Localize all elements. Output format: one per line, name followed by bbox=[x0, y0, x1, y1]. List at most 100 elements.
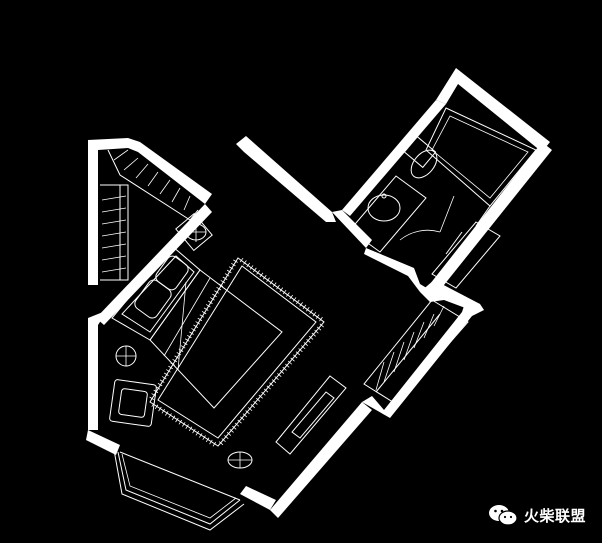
fringe-tick bbox=[155, 386, 161, 390]
fringe-tick bbox=[315, 314, 320, 319]
fringe-tick bbox=[212, 293, 217, 298]
fringe-tick bbox=[158, 406, 162, 412]
fringe-tick bbox=[170, 362, 175, 366]
fringe-tick bbox=[161, 376, 167, 380]
fringe-tick bbox=[250, 404, 255, 408]
fringe-tick bbox=[193, 324, 199, 328]
fringe-tick bbox=[296, 299, 300, 305]
fringe-tick bbox=[262, 275, 267, 280]
fringe-tick bbox=[224, 435, 229, 439]
fringe-tick bbox=[202, 435, 206, 440]
fringe-tick bbox=[319, 323, 324, 328]
fringe-tick bbox=[220, 280, 226, 284]
fringe-tick bbox=[195, 430, 200, 436]
wall-bath-top bbox=[436, 68, 550, 152]
fringe-tick bbox=[175, 417, 179, 423]
fringe-tick bbox=[184, 338, 190, 342]
fringe-tick bbox=[277, 373, 282, 377]
fringe-tick bbox=[243, 260, 247, 265]
bedroom bbox=[109, 212, 347, 469]
fringe-tick bbox=[253, 267, 257, 273]
wall-south bbox=[240, 486, 276, 510]
fringe-tick bbox=[199, 433, 203, 438]
fringe-tick bbox=[248, 407, 253, 412]
fringe-tick bbox=[242, 413, 248, 418]
wall-west bbox=[88, 138, 128, 285]
fringe-tick bbox=[306, 338, 311, 343]
fringe-tick bbox=[259, 272, 264, 278]
fringe-tick bbox=[172, 358, 178, 363]
fringe-tick bbox=[276, 284, 280, 290]
fringe-tick bbox=[174, 355, 180, 359]
fringe-tick bbox=[231, 262, 236, 267]
fringe-tick bbox=[305, 307, 310, 312]
fringe-tick bbox=[239, 257, 244, 263]
fringe-tick bbox=[159, 379, 165, 383]
fringe-tick bbox=[207, 300, 213, 304]
fringe-tick bbox=[168, 413, 172, 418]
fringe-tick bbox=[287, 360, 293, 365]
wall-bath-nw bbox=[342, 100, 446, 216]
fringe-tick bbox=[245, 410, 250, 415]
fringe-tick bbox=[308, 335, 314, 340]
closet-west bbox=[95, 149, 199, 281]
fringe-tick bbox=[312, 311, 317, 317]
fringe-tick bbox=[165, 411, 169, 416]
walls bbox=[86, 68, 552, 518]
fringe-tick bbox=[295, 351, 301, 356]
fringe-tick bbox=[249, 265, 254, 270]
fringe-tick bbox=[240, 416, 245, 421]
fringe-tick bbox=[153, 389, 159, 394]
fringe-tick bbox=[228, 266, 234, 270]
fringe-tick bbox=[226, 431, 232, 436]
fringe-tick bbox=[151, 393, 157, 397]
fringe-tick bbox=[285, 363, 290, 368]
watermark: 火柴联盟 bbox=[488, 500, 586, 530]
rug-fringe bbox=[149, 257, 324, 447]
fringe-tick bbox=[189, 331, 194, 335]
fringe-tick bbox=[163, 372, 169, 376]
fringe-tick bbox=[293, 354, 298, 359]
fringe-tick bbox=[255, 397, 261, 402]
closet-east bbox=[363, 299, 469, 405]
fringe-tick bbox=[286, 292, 290, 297]
fringe-tick bbox=[279, 369, 285, 374]
wall-se-diag bbox=[270, 402, 372, 518]
fringe-tick bbox=[214, 290, 219, 294]
wall-bath-south bbox=[364, 248, 430, 292]
fringe-tick bbox=[253, 400, 258, 405]
fringe-tick bbox=[176, 352, 182, 356]
fringe-tick bbox=[263, 388, 269, 393]
fringe-tick bbox=[205, 437, 210, 443]
wall-closet-east bbox=[362, 300, 484, 418]
fringe-tick bbox=[282, 366, 287, 371]
fringe-tick bbox=[237, 419, 242, 424]
fringe-tick bbox=[182, 422, 186, 427]
fringe-tick bbox=[266, 277, 270, 282]
fringe-tick bbox=[178, 419, 183, 425]
fringe-tick bbox=[209, 439, 213, 445]
fringe-tick bbox=[205, 304, 211, 308]
fringe-tick bbox=[272, 282, 277, 287]
fringe-tick bbox=[316, 326, 322, 331]
fringe-tick bbox=[151, 402, 155, 407]
fringe-tick bbox=[197, 317, 203, 322]
wall-west-lower bbox=[88, 310, 108, 430]
wall-closet-top bbox=[128, 138, 212, 204]
fringe-tick bbox=[166, 369, 171, 373]
fringe-tick bbox=[311, 332, 316, 337]
fringe-tick bbox=[188, 426, 193, 432]
fringe-tick bbox=[282, 289, 287, 295]
wall-bath-east bbox=[430, 142, 552, 290]
fringe-tick bbox=[192, 428, 196, 434]
fringe-tick bbox=[178, 348, 184, 352]
wall-closet-north bbox=[420, 280, 480, 312]
fringe-tick bbox=[201, 310, 207, 315]
fringe-tick bbox=[298, 348, 303, 353]
wechat-icon bbox=[489, 505, 518, 526]
wall-sw bbox=[86, 430, 120, 455]
fringe-tick bbox=[229, 428, 234, 433]
fringe-tick bbox=[261, 391, 266, 396]
fringe-tick bbox=[303, 342, 308, 346]
